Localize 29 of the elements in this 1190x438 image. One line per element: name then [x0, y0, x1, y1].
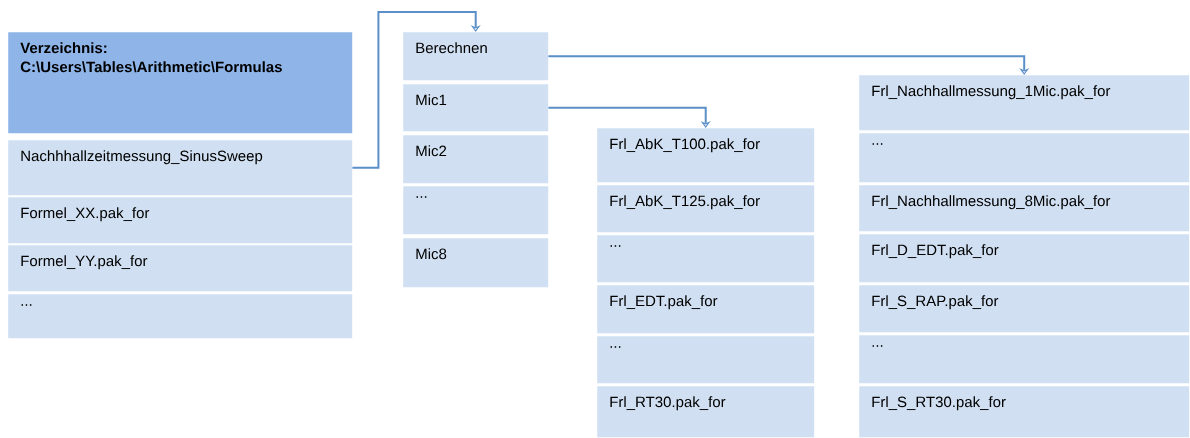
list-cell: Formel_XX.pak_for [8, 197, 353, 244]
arrow [351, 11, 481, 169]
node-label: Formel_YY.pak_for [21, 255, 148, 270]
list-cell: Frl_Nachhallmessung_8Mic.pak_for [859, 185, 1190, 232]
list-cell: Frl_Nachhallmessung_1Mic.pak_for [859, 75, 1190, 131]
list-cell: ... [597, 336, 815, 384]
arrow [547, 106, 711, 128]
list-cell: ... [859, 133, 1190, 183]
list-cell: Frl_AbK_T125.pak_for [597, 185, 815, 233]
list-cell: Frl_D_EDT.pak_for [859, 234, 1190, 283]
list-cell: Frl_RT30.pak_for [597, 386, 815, 438]
list-cell: ... [403, 186, 549, 235]
list-cell: Frl_AbK_T100.pak_for [597, 128, 815, 183]
list-cell: Mic8 [403, 238, 549, 288]
list-cell: ... [8, 294, 353, 339]
list-cell: Nachhhallzeitmessung_SinusSweep [8, 140, 353, 196]
directory-header: Verzeichnis: C:\Users\Tables\Arithmetic\Formulas [8, 32, 353, 134]
list-cell: Frl_EDT.pak_for [597, 285, 815, 334]
node-label: Nachhhallzeitmessung_SinusSweep [21, 150, 263, 165]
list-cell: Berechnen [403, 32, 549, 81]
list-cell: ... [859, 335, 1190, 384]
list-cell: Frl_S_RT30.pak_for [859, 386, 1190, 438]
node-label: Formel_XX.pak_for [21, 207, 150, 222]
list-cell: Mic1 [403, 84, 549, 132]
list-cell: Mic2 [403, 135, 549, 184]
list-cell: Formel_YY.pak_for [8, 245, 353, 292]
list-cell: ... [597, 235, 815, 283]
arrow [547, 55, 1030, 75]
list-cell: Frl_S_RAP.pak_for [859, 285, 1190, 333]
